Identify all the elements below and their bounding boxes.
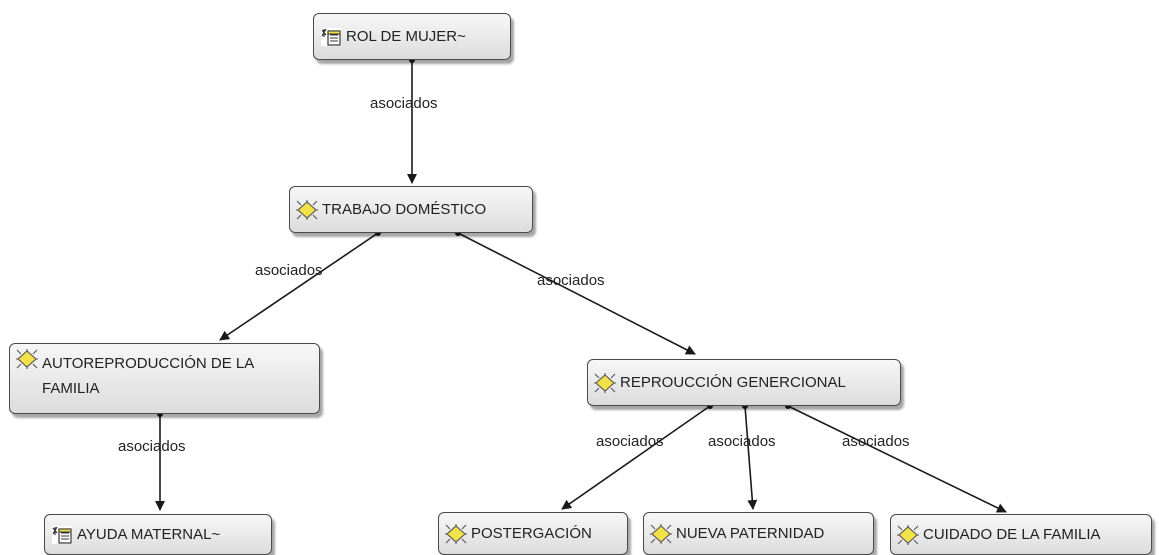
link-label-rol-trabajo: asociados bbox=[370, 95, 438, 112]
concept-star-icon bbox=[897, 524, 919, 545]
node-ayuda-maternal[interactable]: AYUDA MATERNAL~ bbox=[44, 514, 272, 555]
node-rol-de-mujer[interactable]: ROL DE MUJER~ bbox=[313, 13, 511, 60]
link-label-repro-cuidado: asociados bbox=[842, 433, 910, 450]
concept-star-icon bbox=[296, 199, 318, 220]
node-postergacion[interactable]: POSTERGACIÓN bbox=[438, 512, 628, 555]
node-cuidado-familia[interactable]: CUIDADO DE LA FAMILIA bbox=[890, 514, 1152, 555]
node-nueva-paternidad[interactable]: NUEVA PATERNIDAD bbox=[643, 512, 874, 555]
node-label: POSTERGACIÓN bbox=[471, 525, 592, 542]
document-group-icon bbox=[52, 525, 72, 544]
concept-star-icon bbox=[650, 523, 672, 544]
document-group-icon bbox=[321, 27, 341, 46]
edge-repro-postergacion[interactable] bbox=[561, 405, 711, 510]
link-label-trabajo-auto: asociados bbox=[255, 262, 323, 279]
link-label-repro-paternidad: asociados bbox=[708, 433, 776, 450]
edge-trabajo-repro[interactable] bbox=[457, 232, 696, 355]
link-label-trabajo-repro: asociados bbox=[537, 272, 605, 289]
node-trabajo-domestico[interactable]: TRABAJO DOMÉSTICO bbox=[289, 186, 533, 233]
node-reproduccion-generacional[interactable]: REPROUCCIÓN GENERCIONAL bbox=[587, 359, 901, 406]
node-label: CUIDADO DE LA FAMILIA bbox=[923, 526, 1101, 543]
concept-star-icon bbox=[16, 349, 38, 369]
node-label: ROL DE MUJER~ bbox=[346, 28, 466, 45]
node-autoreproduccion[interactable]: AUTOREPRODUCCIÓN DE LA FAMILIA bbox=[9, 343, 320, 414]
link-label-repro-postergacion: asociados bbox=[596, 433, 664, 450]
node-label: TRABAJO DOMÉSTICO bbox=[322, 201, 487, 218]
edge-repro-cuidado[interactable] bbox=[787, 405, 1007, 513]
link-label-auto-ayuda: asociados bbox=[118, 438, 186, 455]
edge-trabajo-auto[interactable] bbox=[219, 232, 379, 341]
node-label: NUEVA PATERNIDAD bbox=[676, 525, 825, 542]
concept-star-icon bbox=[594, 372, 616, 393]
concept-star-icon bbox=[445, 523, 467, 544]
edge-repro-paternidad[interactable] bbox=[744, 405, 758, 510]
node-label: AUTOREPRODUCCIÓN DE LA FAMILIA bbox=[42, 355, 254, 397]
node-label: AYUDA MATERNAL~ bbox=[77, 526, 221, 543]
node-label: REPROUCCIÓN GENERCIONAL bbox=[620, 374, 846, 391]
